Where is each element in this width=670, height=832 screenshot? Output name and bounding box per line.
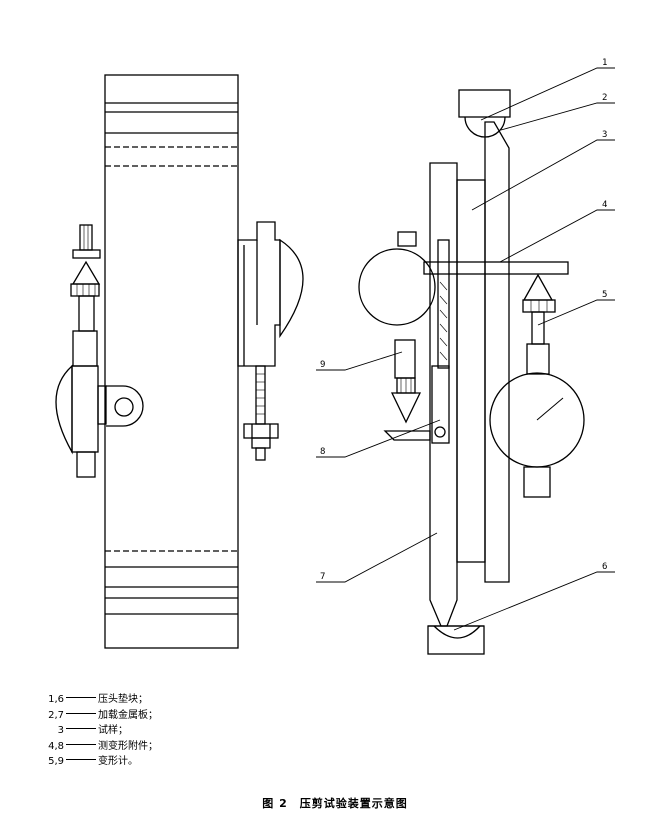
left-threaded-rod bbox=[255, 365, 266, 425]
left-specimen-bands bbox=[105, 102, 238, 615]
left-pin-hole bbox=[114, 397, 134, 417]
legend-dash bbox=[66, 743, 96, 745]
left-bracket-assembly bbox=[237, 221, 304, 461]
callout-8: 8 bbox=[320, 447, 325, 457]
callout-4: 4 bbox=[602, 200, 607, 210]
left-gauge-assembly bbox=[55, 224, 144, 478]
legend-item-number: 5,9 bbox=[48, 756, 64, 767]
left-specimen-body bbox=[104, 74, 239, 649]
dial-gauge-5 bbox=[489, 273, 585, 498]
legend-item-text: 压头垫块； bbox=[98, 694, 148, 705]
callout-5: 5 bbox=[602, 290, 607, 300]
legend-item: 5,9 变形计。 bbox=[42, 754, 158, 770]
legend-item-text: 变形计。 bbox=[98, 756, 138, 767]
legend-dash bbox=[66, 712, 96, 714]
clamp-foot bbox=[383, 430, 431, 441]
legend-item-number: 4,8 bbox=[48, 740, 64, 752]
left-rod-nut bbox=[243, 423, 279, 439]
callout-leaders bbox=[316, 67, 615, 631]
deformation-clamp bbox=[431, 365, 450, 444]
callout-2: 2 bbox=[602, 93, 607, 103]
legend-item-number: 2,7 bbox=[48, 709, 64, 721]
left-view bbox=[55, 74, 304, 649]
top-indenter-pad bbox=[458, 89, 511, 118]
legend-item: 3 试样； bbox=[42, 723, 158, 739]
right-view: 1 2 3 4 5 6 7 8 9 bbox=[316, 58, 615, 655]
legend: 1,6 压头垫块； 2,7 加载金属板； 3 试样； 4,8 测变形附件； 5,9 变形计… bbox=[42, 692, 158, 770]
legend-item-text: 测变形附件； bbox=[98, 740, 158, 752]
dial-gauge-9 bbox=[358, 231, 436, 424]
callout-9: 9 bbox=[320, 360, 325, 370]
figure-caption: 图 2 压剪试验装置示意图 bbox=[262, 797, 408, 810]
dial-gauge-9-face bbox=[358, 248, 436, 326]
loading-plate-7 bbox=[429, 162, 458, 627]
callout-1: 1 bbox=[602, 58, 607, 68]
legend-dash bbox=[66, 697, 96, 698]
bottom-indenter-pad bbox=[427, 625, 485, 655]
legend-item: 2,7 加载金属板； bbox=[42, 708, 158, 724]
legend-dash bbox=[66, 728, 96, 729]
legend-item: 1,6 压头垫块； bbox=[42, 692, 158, 708]
callout-7: 7 bbox=[320, 572, 325, 582]
clamp-screw bbox=[434, 426, 446, 438]
deformation-rod bbox=[437, 239, 450, 369]
legend-item-text: 试样； bbox=[98, 725, 128, 736]
left-gauge-cone bbox=[71, 260, 101, 285]
left-gauge-top-nut bbox=[79, 224, 93, 251]
legend-item: 4,8 测变形附件； bbox=[42, 739, 158, 755]
left-specimen-ear bbox=[106, 385, 144, 427]
loading-plate-2 bbox=[484, 121, 510, 583]
specimen-3 bbox=[456, 179, 486, 563]
legend-dash bbox=[66, 759, 96, 760]
left-gauge-dial bbox=[55, 364, 73, 455]
callout-3: 3 bbox=[602, 130, 607, 140]
legend-item-number: 3 bbox=[57, 725, 64, 736]
legend-item-text: 加载金属板； bbox=[98, 709, 158, 721]
shear-test-apparatus-diagram: 1 2 3 4 5 6 7 8 9 bbox=[55, 58, 615, 655]
callout-6: 6 bbox=[602, 562, 607, 572]
dial-gauge-5-needle bbox=[536, 397, 564, 421]
deformation-crossbar bbox=[423, 261, 569, 275]
legend-item-number: 1,6 bbox=[48, 694, 64, 705]
left-bracket-dome bbox=[279, 238, 304, 339]
